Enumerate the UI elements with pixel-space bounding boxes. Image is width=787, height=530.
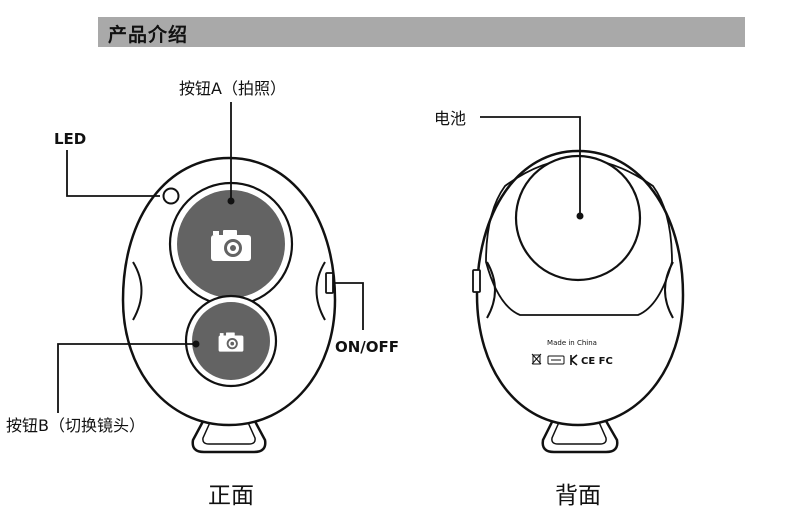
back-view: 电池 Made in China CE FC 背面 [434, 109, 685, 509]
back-lanyard-inner [551, 419, 607, 445]
cert-marks: CE FC [581, 356, 613, 367]
label-on-off: ON/OFF [335, 338, 399, 356]
label-button-a: 按钮A（拍照） [179, 79, 286, 98]
front-callout-dots [192, 197, 235, 348]
camera-icon [218, 332, 244, 352]
on-off-switch[interactable] [325, 272, 334, 294]
label-button-b: 按钮B（切换镜头） [6, 416, 145, 435]
battery-callout-dot [576, 212, 584, 220]
back-left-grip [486, 261, 496, 319]
section-title-bar: 产品介绍 [98, 17, 745, 47]
label-battery: 电池 [434, 109, 466, 128]
front-lanyard-loop [191, 411, 267, 454]
front-right-grip [315, 261, 326, 321]
made-in-text: Made in China [547, 339, 597, 347]
k-mark-icon [570, 354, 578, 366]
front-left-grip [132, 261, 143, 321]
front-lanyard-inner [202, 417, 256, 445]
recycle-icon [547, 355, 565, 365]
back-lanyard-loop [541, 413, 619, 454]
label-led: LED [54, 130, 86, 148]
back-right-grip [664, 261, 674, 319]
led-indicator [162, 187, 180, 205]
back-side-switch [472, 269, 481, 293]
back-caption: 背面 [555, 483, 601, 509]
front-callout-lines [57, 102, 364, 413]
section-title: 产品介绍 [108, 24, 189, 46]
battery-callout-line [480, 116, 581, 216]
front-caption: 正面 [208, 483, 254, 509]
front-view: 按钮A（拍照） LED ON/OFF 按钮B（切换镜头） 正面 [6, 79, 399, 509]
camera-icon [211, 230, 251, 261]
weee-bin-icon [531, 353, 542, 365]
